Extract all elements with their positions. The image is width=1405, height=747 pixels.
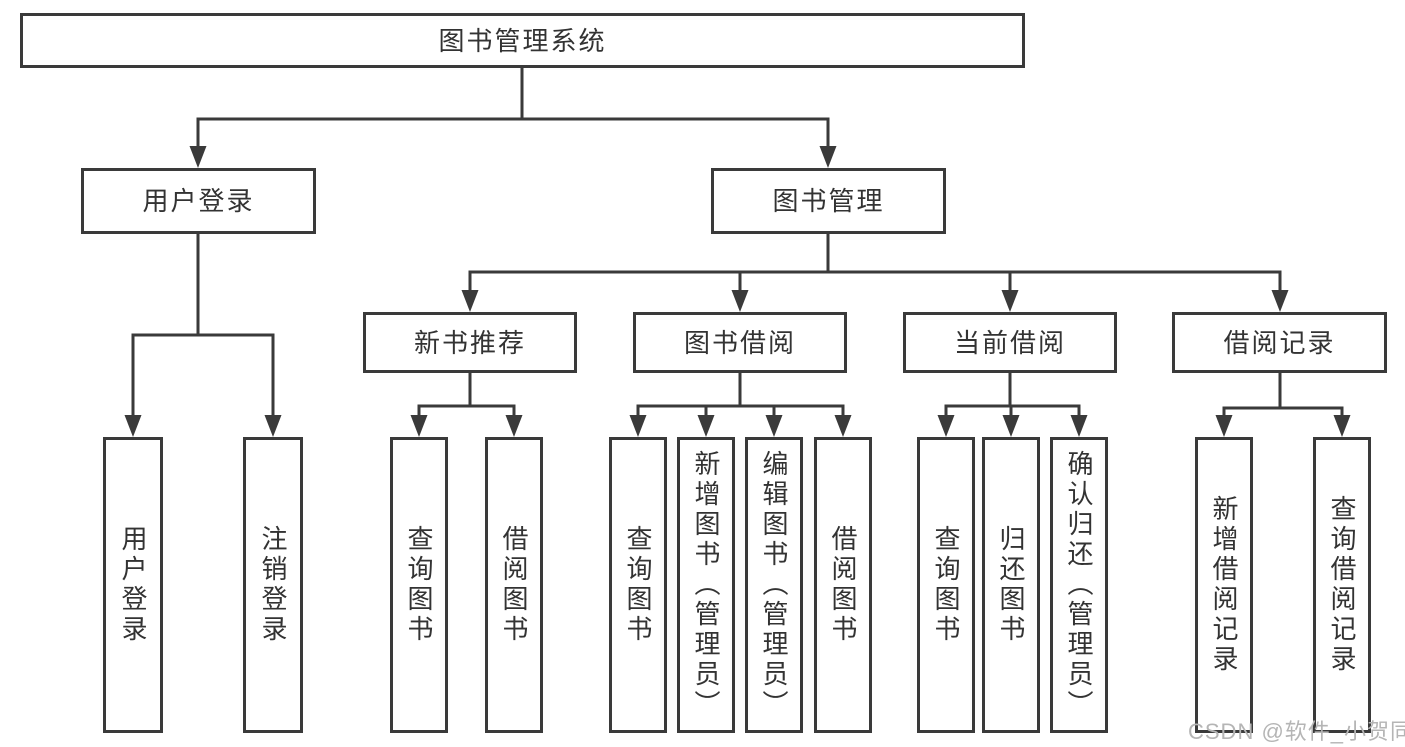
node-add-borrow-record: 新增借阅记录 [1195, 437, 1253, 733]
node-logout: 注销登录 [243, 437, 303, 733]
node-borrowing-records: 借阅记录 [1172, 312, 1387, 373]
node-confirm-return-admin: 确认归还（管理员） [1050, 437, 1108, 733]
node-user-login: 用户登录 [103, 437, 163, 733]
node-user-login-group: 用户登录 [81, 168, 316, 234]
node-edit-book-admin: 编辑图书（管理员） [745, 437, 803, 733]
node-borrow-books: 借阅图书 [485, 437, 543, 733]
node-new-book-recommend: 新书推荐 [363, 312, 577, 373]
node-query-books: 查询图书 [609, 437, 667, 733]
node-return-book: 归还图书 [982, 437, 1040, 733]
node-current-borrowing: 当前借阅 [903, 312, 1117, 373]
node-book-borrowing: 图书借阅 [633, 312, 847, 373]
node-query-borrow-record: 查询借阅记录 [1313, 437, 1371, 733]
node-add-book-admin: 新增图书（管理员） [677, 437, 735, 733]
node-borrow-books: 借阅图书 [814, 437, 872, 733]
node-query-books: 查询图书 [917, 437, 975, 733]
node-book-management: 图书管理 [711, 168, 946, 234]
node-query-books: 查询图书 [390, 437, 448, 733]
node-library-system: 图书管理系统 [20, 13, 1025, 68]
watermark: CSDN @软件_小贺同学 [1188, 719, 1405, 744]
